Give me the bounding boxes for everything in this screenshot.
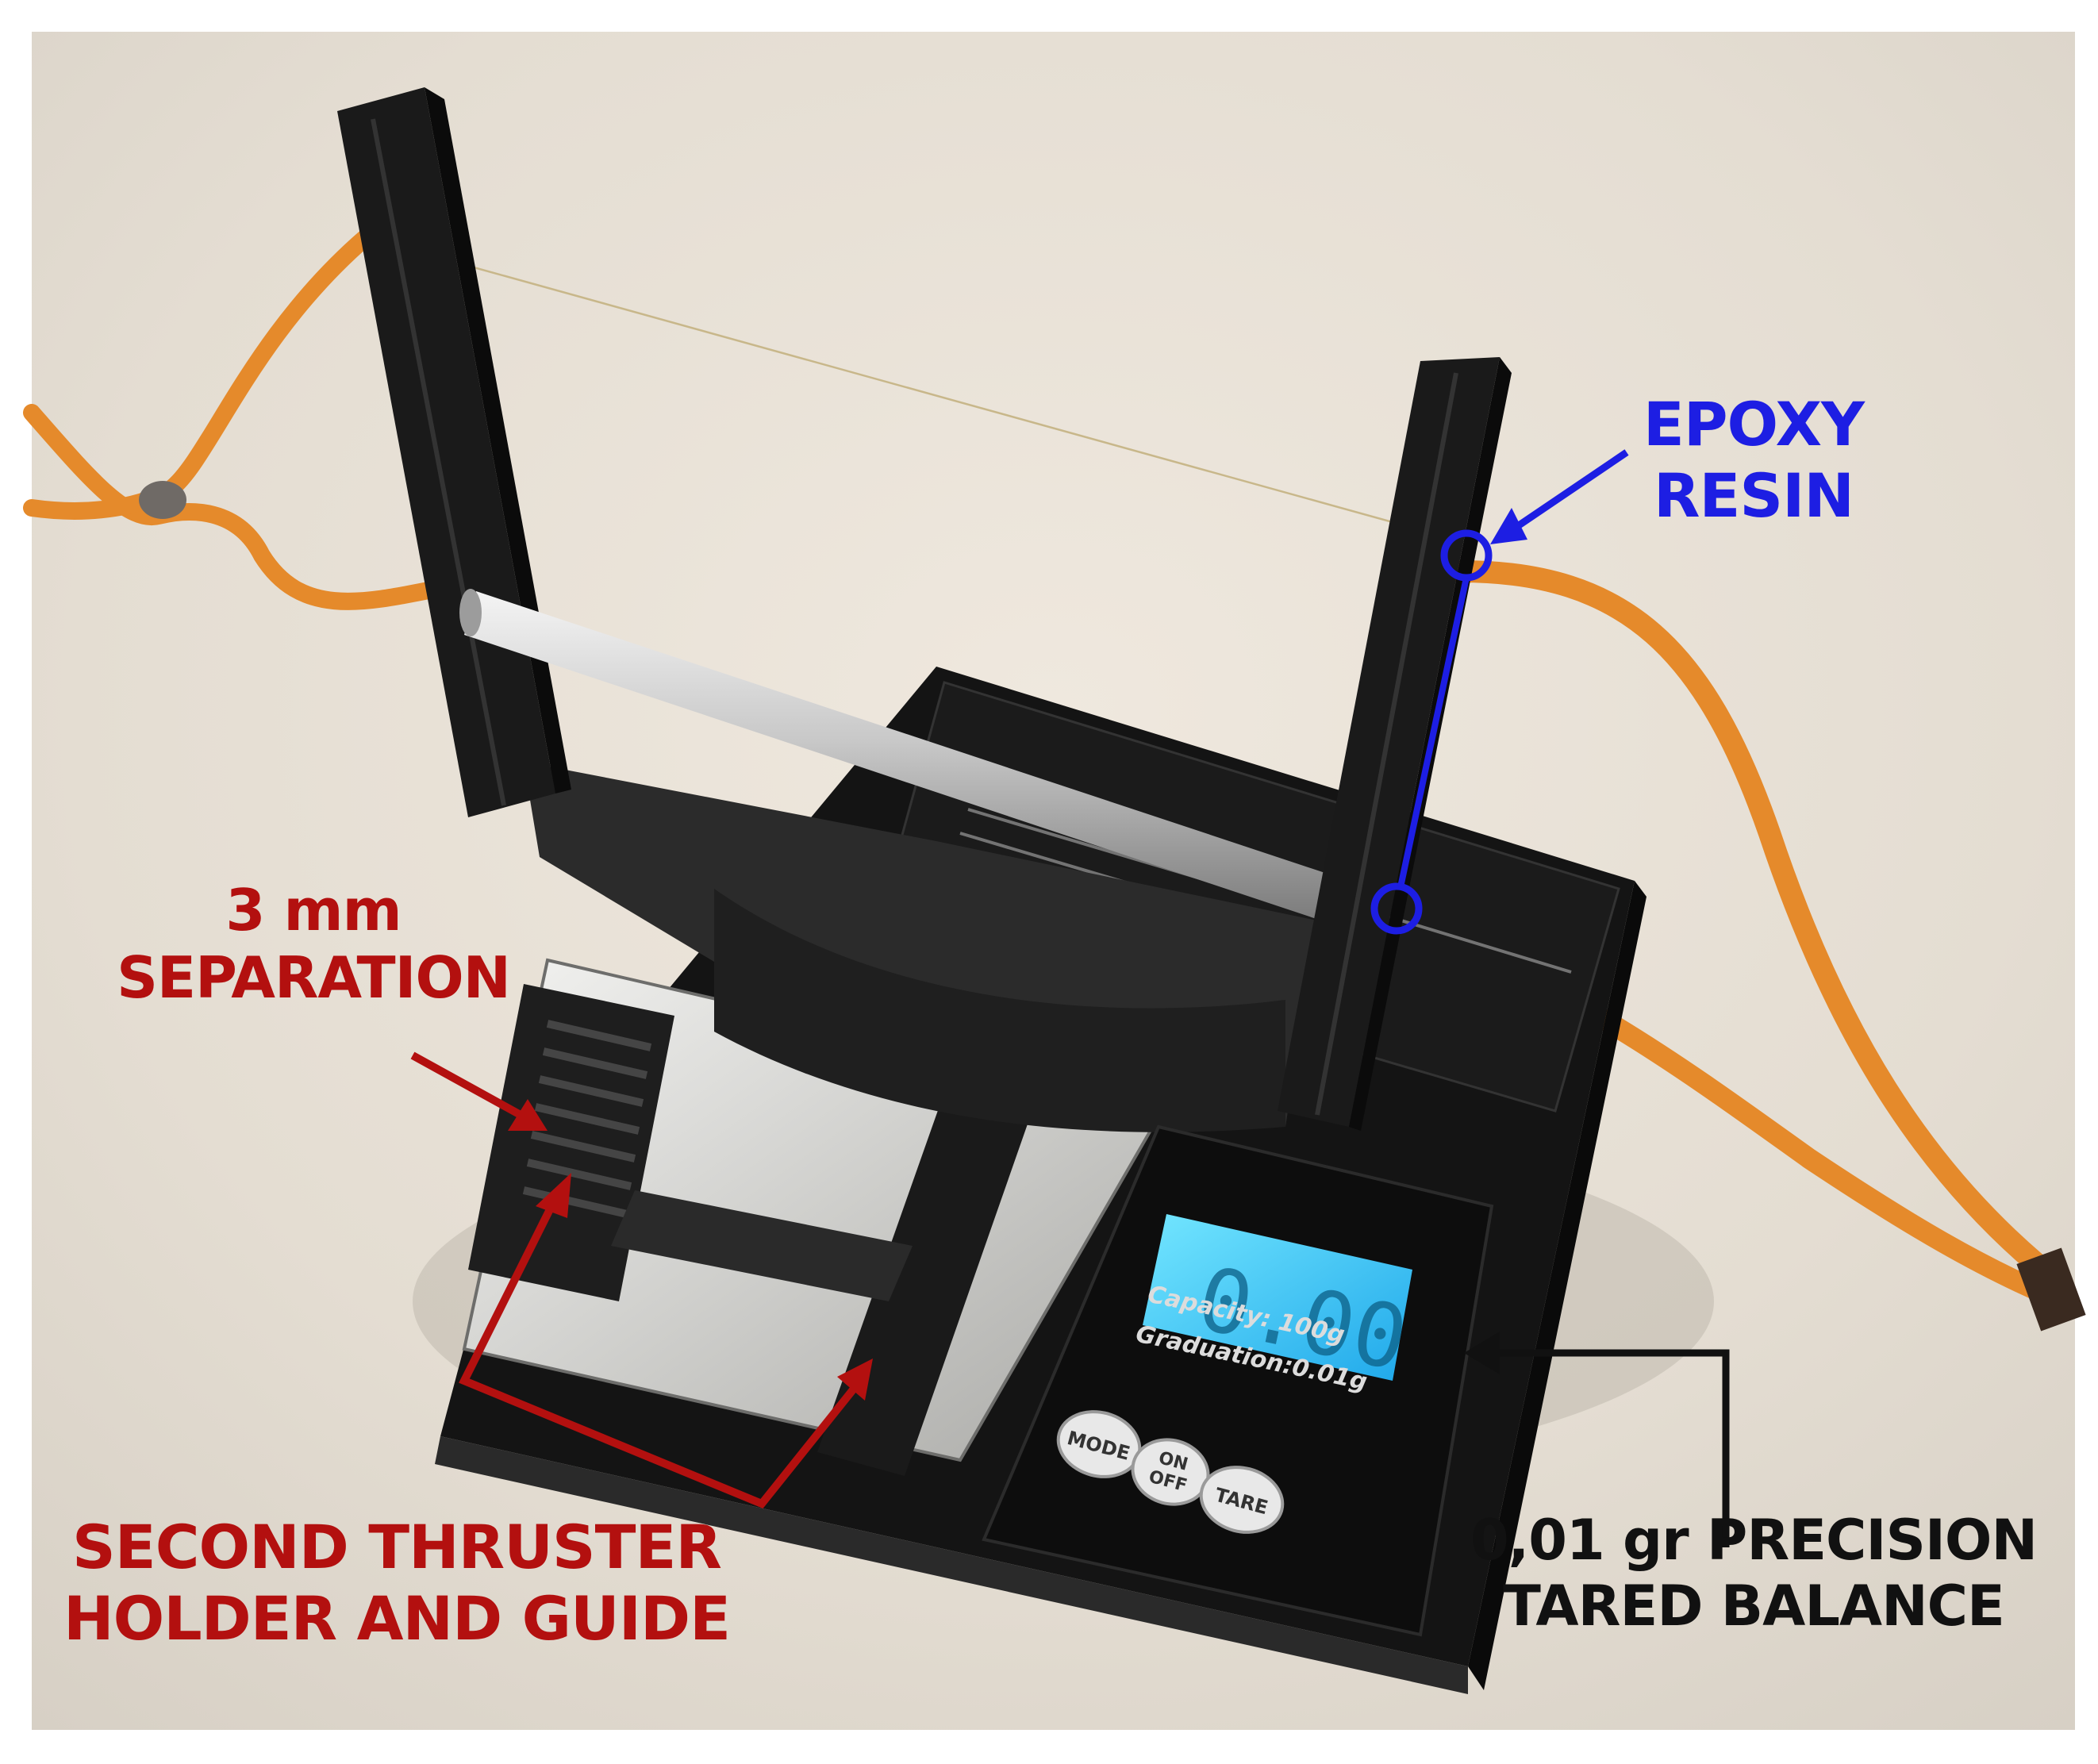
epoxy-circle-bottom: [1370, 882, 1423, 935]
balance-label-line1: 0,01 gr PRECISION: [1470, 1508, 2038, 1573]
separation-arrow-head: [508, 1099, 548, 1131]
epoxy-resin-label-line1: EPOXY: [1643, 389, 1865, 459]
holder-arrow-head-right: [837, 1359, 873, 1401]
holder-bracket-line: [459, 1196, 860, 1509]
on-off-button[interactable]: ON OFF: [1125, 1432, 1215, 1512]
epoxy-connector-line: [1397, 577, 1470, 888]
thruster-holder-label-line1: SECOND THRUSTER: [72, 1512, 722, 1582]
balance-bracket-line: [1492, 1349, 1730, 1547]
holder-arrow-head-left: [536, 1173, 571, 1218]
separation-label: 3 mm SEPARATION: [83, 877, 544, 1012]
epoxy-arrow-shaft: [1501, 449, 1629, 539]
left-post-groove: [371, 118, 506, 806]
holder-crossbar: [611, 1190, 913, 1301]
thin-filament: [467, 264, 1413, 529]
separation-arrow-shaft: [410, 1051, 530, 1123]
display-panel: [982, 1124, 1494, 1637]
orange-wire-left-upper: [23, 229, 374, 520]
comb-teeth: [522, 1020, 652, 1218]
holder-cradle-front: [714, 889, 1285, 1132]
orange-wire-right-upper: [1449, 560, 2074, 1297]
balance-label: 0,01 gr PRECISION TARED BALANCE: [1460, 1508, 2047, 1639]
lcd-screen: [1143, 1214, 1412, 1381]
rod-end-left: [459, 589, 482, 636]
scale-right-edge: [1468, 881, 1647, 1690]
epoxy-arrow-head: [1490, 508, 1527, 544]
wire-clip: [139, 481, 186, 519]
tare-button[interactable]: TARE: [1193, 1458, 1289, 1541]
scale-front-edge: [435, 1436, 1468, 1694]
thruster-holder-label-line2: HOLDER AND GUIDE: [63, 1582, 731, 1654]
thruster-holder-label: SECOND THRUSTER HOLDER AND GUIDE: [56, 1512, 738, 1654]
epoxy-resin-label-line2: RESIN: [1653, 459, 1854, 531]
separation-label-line2: SEPARATION: [117, 943, 511, 1011]
balance-label-line2: TARED BALANCE: [1503, 1573, 2005, 1639]
orange-wire-left-lower: [23, 404, 453, 610]
right-post-groove: [1315, 372, 1458, 1116]
aluminium-rod: [464, 591, 1349, 924]
mode-button[interactable]: MODE: [1051, 1403, 1147, 1485]
thruster-guide-rail: [817, 1047, 1047, 1476]
wire-connector: [2016, 1247, 2086, 1332]
epoxy-resin-label: EPOXY RESIN: [1619, 389, 1889, 531]
balance-arrow-head: [1464, 1332, 1500, 1374]
separation-label-line1: 3 mm: [225, 877, 402, 943]
